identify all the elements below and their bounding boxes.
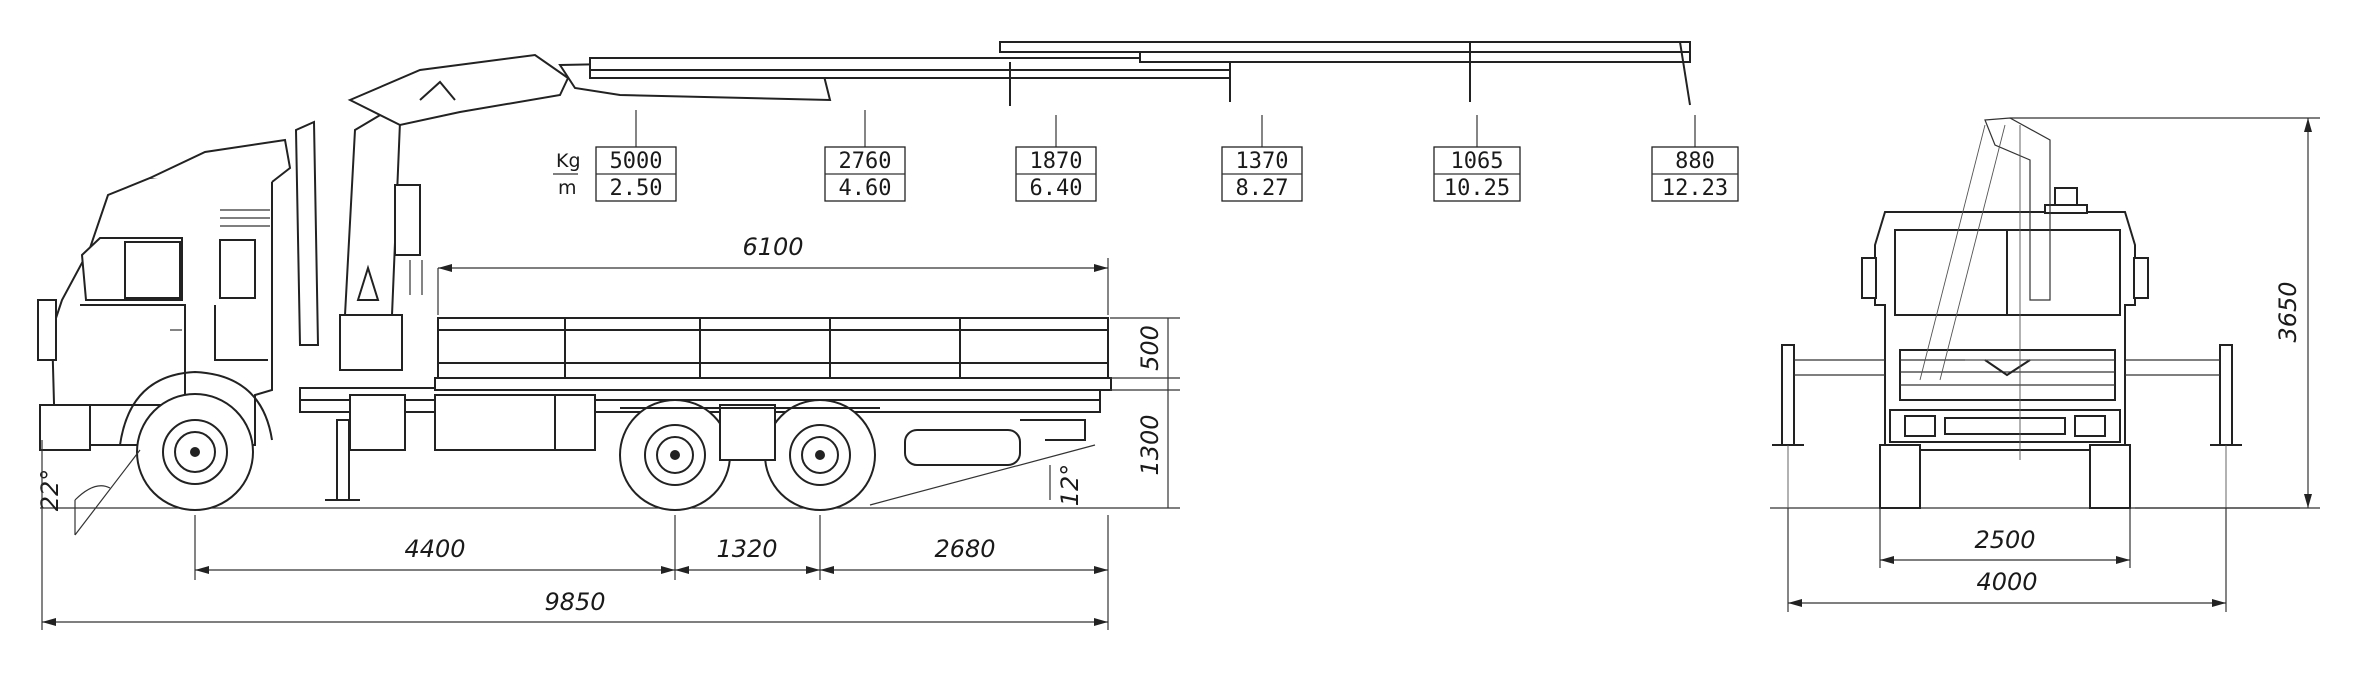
dim-track-width: 2500 <box>1879 508 2131 568</box>
dim-overall-length-label: 9850 <box>544 588 605 616</box>
load-chart-m-unit: m <box>558 177 577 199</box>
front-view: 2500 4000 3650 <box>1770 117 2320 612</box>
side-view: Kg m 5000 2.50 2760 4.60 1870 <box>36 41 1739 630</box>
front-wheel-right <box>2089 444 2131 509</box>
load-point-5: 1065 10.25 <box>1433 115 1521 202</box>
dim-wheelbase-front-label: 4400 <box>404 535 465 563</box>
dim-rear-overhang-label: 2680 <box>934 535 995 563</box>
front-cab <box>1861 187 2149 451</box>
dim-outrigger-span-label: 4000 <box>1976 568 2037 596</box>
dim-platform-height-label: 1300 <box>1136 414 1164 475</box>
crane-boom <box>347 41 1691 127</box>
dim-chain-wheelbase: 4400 1320 2680 <box>194 515 1109 580</box>
dim-side-height-label: 500 <box>1136 325 1164 371</box>
dim-platform-length: 6100 <box>437 233 1109 315</box>
dim-track-width-label: 2500 <box>1974 526 2035 554</box>
cargo-platform <box>434 317 1112 391</box>
dim-outrigger-span: 4000 <box>1787 508 2227 612</box>
load-chart: Kg m 5000 2.50 2760 4.60 1870 <box>553 110 1739 202</box>
load-m-6: 12.23 <box>1662 176 1728 201</box>
dim-platform-height: 1300 <box>1110 378 1180 508</box>
front-crane-boom <box>1919 117 2060 460</box>
crane-column <box>339 106 423 371</box>
load-m-5: 10.25 <box>1444 176 1510 201</box>
load-m-2: 4.60 <box>839 176 892 201</box>
load-point-4: 1370 8.27 <box>1221 115 1303 202</box>
load-kg-5: 1065 <box>1451 149 1504 174</box>
load-kg-3: 1870 <box>1030 149 1083 174</box>
front-wheel-left <box>1879 444 1921 509</box>
load-chart-kg-unit: Kg <box>556 150 581 172</box>
load-point-6: 880 12.23 <box>1651 115 1739 202</box>
front-wheel <box>119 370 273 511</box>
dim-platform-length-label: 6100 <box>742 233 803 261</box>
dim-front-angle-label: 22° <box>36 469 64 512</box>
load-m-1: 2.50 <box>610 176 663 201</box>
load-kg-4: 1370 <box>1236 149 1289 174</box>
load-m-3: 6.40 <box>1030 176 1083 201</box>
rear-wheels <box>619 399 880 511</box>
dim-overall-height-label: 3650 <box>2274 281 2302 342</box>
dim-overall-length: 9850 <box>41 440 1109 630</box>
load-point-3: 1870 6.40 <box>1015 115 1097 202</box>
load-point-2: 2760 4.60 <box>824 110 906 202</box>
dim-axle-spacing-label: 1320 <box>716 535 777 563</box>
load-m-4: 8.27 <box>1236 176 1289 201</box>
dim-front-angle: 22° <box>36 449 141 536</box>
dim-side-height: 500 <box>1110 317 1180 379</box>
load-kg-2: 2760 <box>839 149 892 174</box>
load-point-1: 5000 2.50 <box>595 110 677 202</box>
dim-rear-angle-label: 12° <box>1056 464 1084 507</box>
dim-overall-height: 3650 <box>2010 117 2320 509</box>
truck-cab <box>37 120 320 451</box>
load-kg-1: 5000 <box>610 149 663 174</box>
front-outriggers <box>1772 344 2242 508</box>
dim-rear-angle: 12° <box>869 444 1096 507</box>
load-kg-6: 880 <box>1675 149 1715 174</box>
